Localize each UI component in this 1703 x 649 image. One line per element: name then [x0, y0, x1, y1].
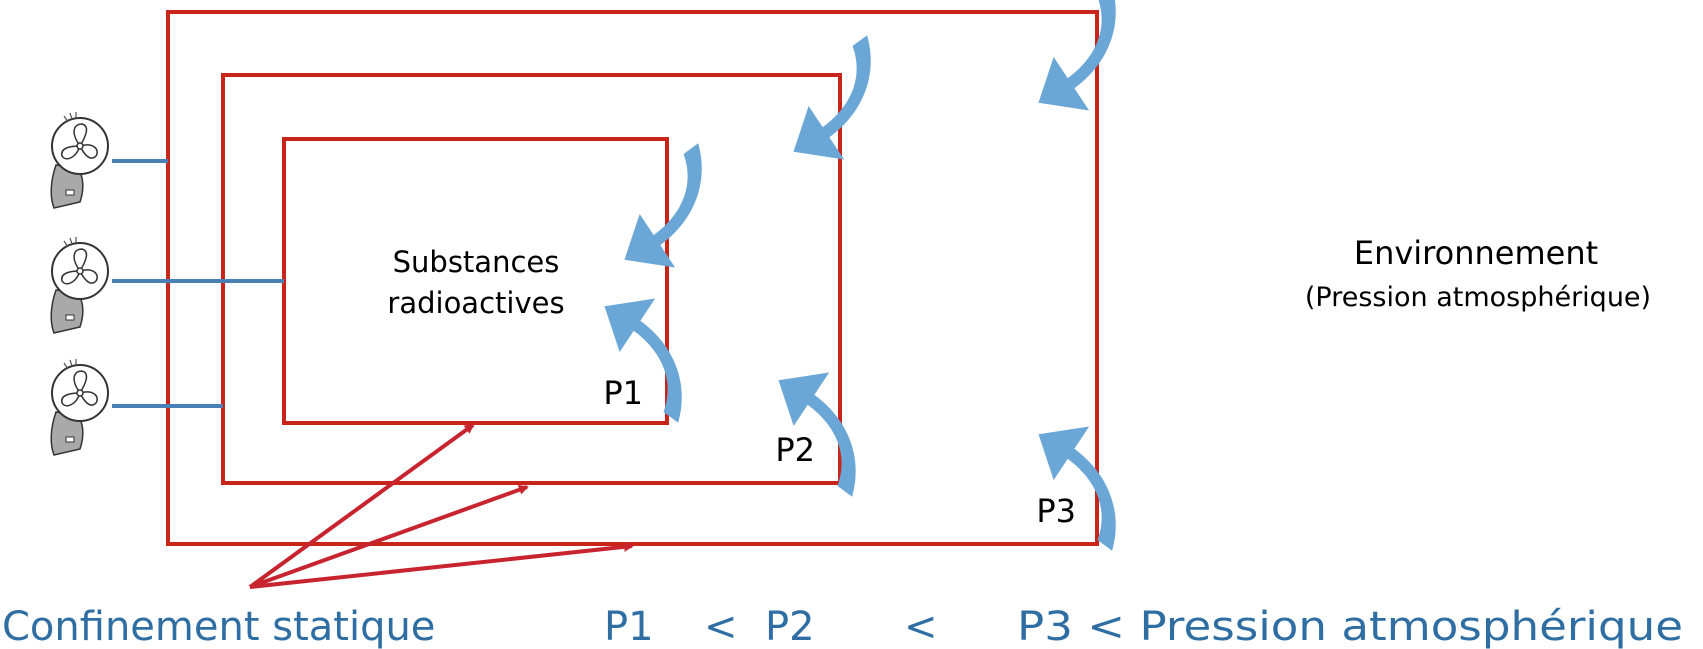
footer-lt1: <	[704, 604, 738, 649]
center-label-line1: Substances	[393, 245, 560, 279]
zone-label-p2: P2	[775, 431, 815, 469]
static-confinement-pointers	[248, 423, 634, 589]
fan-icon	[50, 357, 110, 457]
fan-icon	[50, 110, 110, 210]
airflow-arrow-icon	[624, 143, 702, 268]
footer-p3-relation: P3 < Pression atmosphérique	[1017, 604, 1683, 649]
footer-p1: P1	[604, 604, 654, 649]
footer-p2: P2	[765, 604, 815, 649]
environment-subtitle: (Pression atmosphérique)	[1305, 282, 1651, 313]
fan-icon	[50, 235, 110, 335]
zone-label-p3: P3	[1036, 492, 1076, 530]
footer-lt2: <	[904, 604, 938, 649]
airflow-arrow-icon	[793, 35, 871, 160]
zone-p3-box	[166, 10, 1099, 546]
zone-label-p1: P1	[603, 374, 643, 412]
static-confinement-label: Confinement statique	[2, 604, 435, 649]
airflow-arrow-icon	[778, 372, 856, 497]
airflow-arrow-icon	[1038, 426, 1116, 551]
environment-title: Environnement	[1354, 234, 1598, 272]
airflow-arrow-icon	[1038, 0, 1116, 111]
center-label-line2: radioactives	[387, 286, 564, 320]
airflow-arrows	[604, 0, 1116, 551]
airflow-arrow-icon	[604, 298, 682, 423]
